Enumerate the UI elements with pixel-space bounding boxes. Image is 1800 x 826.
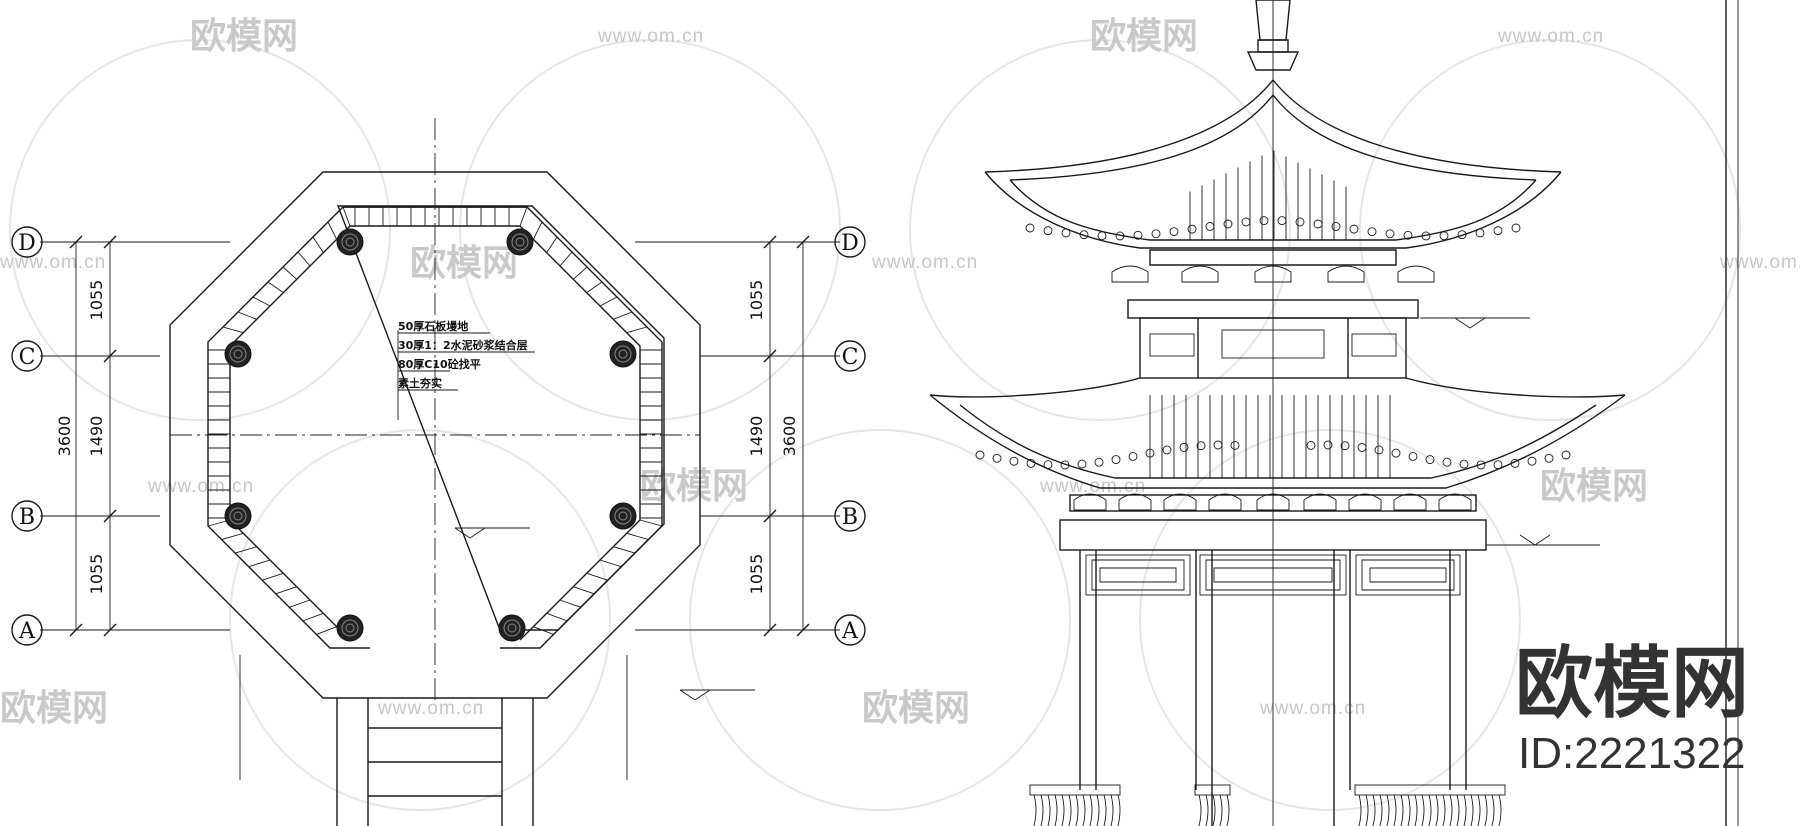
- watermark-cn: 欧模网: [640, 465, 748, 506]
- dim-label: 1490: [87, 416, 106, 457]
- grid-label-d: D: [18, 231, 36, 256]
- grid-label-c: C: [842, 345, 859, 370]
- dim-label: 1055: [87, 554, 106, 595]
- column-marker: [336, 228, 364, 256]
- grid-label-a: A: [841, 619, 859, 644]
- right-dimensions: 1055 1490 1055 3600: [635, 235, 840, 637]
- brand-id: ID:2221322: [1518, 729, 1746, 778]
- watermark-url: www.om.cn: [1039, 476, 1146, 497]
- note-line: 30厚1：2水泥砂浆结合层: [398, 338, 528, 352]
- watermark-cn: 欧模网: [862, 687, 970, 728]
- grid-label-b: B: [842, 505, 858, 530]
- columns: [224, 228, 637, 642]
- watermarks: 欧模网 www.om.cn 欧模网 www.om.cn www.om.cn 欧模…: [0, 15, 1800, 728]
- column-marker: [224, 340, 252, 368]
- grid-label-a: A: [18, 619, 36, 644]
- note-line: 素土夯实: [398, 376, 442, 390]
- column-marker: [336, 614, 364, 642]
- pavilion-elevation: [929, 0, 1739, 826]
- grid-bubbles: D C B A D C B A: [11, 226, 866, 646]
- watermark-url: www.om.cn: [147, 476, 254, 497]
- dim-label: 1055: [747, 280, 766, 321]
- material-notes: 50厚石板墁地 30厚1：2水泥砂浆结合层 80厚C10砼找平 素土夯实: [397, 319, 535, 420]
- note-line: 50厚石板墁地: [398, 319, 468, 333]
- dim-total: 3600: [780, 416, 799, 457]
- dim-label: 1055: [87, 280, 106, 321]
- column-marker: [609, 502, 637, 530]
- watermark-url: www.om.cn: [1497, 26, 1604, 47]
- watermark-cn: 欧模网: [1090, 15, 1198, 56]
- brand-mark: 欧模网 ID:2221322: [1515, 639, 1749, 778]
- brand-name: 欧模网: [1515, 639, 1749, 727]
- entrance-steps: [336, 698, 534, 826]
- watermark-url: www.om.cn: [0, 252, 106, 273]
- left-dimensions: 1055 1490 1055 3600: [40, 235, 230, 637]
- watermark-url: www.om.cn: [1719, 252, 1800, 273]
- watermark-cn: 欧模网: [410, 242, 518, 283]
- watermark-url: www.om.cn: [597, 26, 704, 47]
- grid-label-c: C: [19, 345, 36, 370]
- column-marker: [498, 614, 526, 642]
- watermark-url: www.om.cn: [871, 252, 978, 273]
- watermark-cn: 欧模网: [1540, 465, 1648, 506]
- grid-label-b: B: [19, 505, 35, 530]
- note-line: 80厚C10砼找平: [398, 357, 481, 371]
- octagon-plan: 50厚石板墁地 30厚1：2水泥砂浆结合层 80厚C10砼找平 素土夯实: [169, 118, 755, 826]
- dim-label: 1490: [747, 416, 766, 457]
- column-marker: [224, 502, 252, 530]
- column-marker: [609, 340, 637, 368]
- watermark-arcs: [9, 39, 1741, 811]
- watermark-url: www.om.cn: [377, 698, 484, 719]
- watermark-cn: 欧模网: [190, 15, 298, 56]
- grid-label-d: D: [841, 231, 859, 256]
- dim-total: 3600: [55, 416, 74, 457]
- column-marker: [506, 228, 534, 256]
- watermark-cn: 欧模网: [0, 687, 108, 728]
- watermark-url: www.om.cn: [1259, 698, 1366, 719]
- dim-label: 1055: [747, 554, 766, 595]
